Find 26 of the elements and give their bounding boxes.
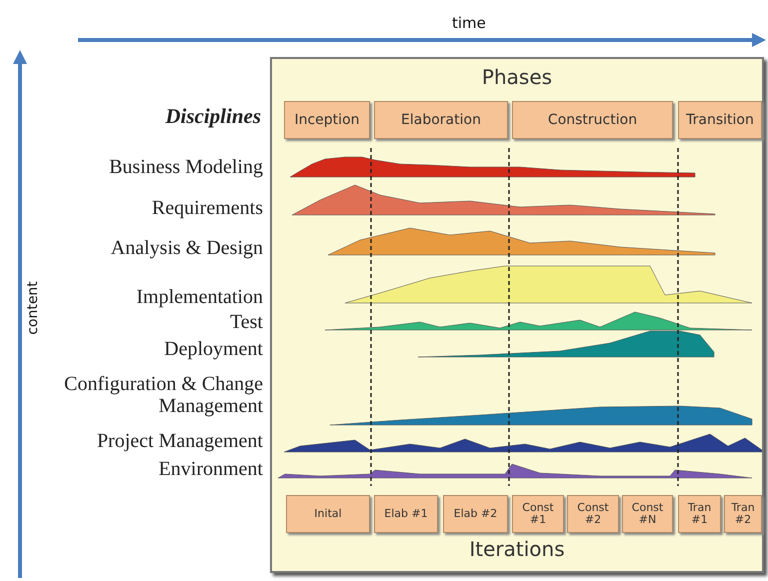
discipline-label: Environment bbox=[158, 458, 263, 480]
axis-label: time bbox=[452, 14, 486, 32]
discipline-label: Implementation bbox=[136, 286, 263, 308]
phase-box: Elaboration bbox=[374, 101, 508, 139]
discipline-label: Business Modeling bbox=[109, 156, 263, 178]
discipline-label: Requirements bbox=[152, 197, 263, 219]
iteration-box: Const #1 bbox=[512, 495, 564, 533]
discipline-label: Test bbox=[230, 311, 263, 333]
iteration-box: Inital bbox=[286, 495, 370, 533]
iteration-box: Const #2 bbox=[567, 495, 619, 533]
iteration-box: Const #N bbox=[622, 495, 673, 533]
column-heading: Disciplines bbox=[165, 104, 261, 129]
phase-box: Construction bbox=[512, 101, 673, 139]
discipline-label: Analysis & Design bbox=[110, 237, 263, 259]
iterations-heading: Iterations bbox=[469, 537, 565, 561]
iteration-box: Tran #2 bbox=[724, 495, 762, 533]
axis-label: content bbox=[24, 281, 41, 335]
iteration-box: Elab #1 bbox=[374, 495, 438, 533]
phase-box: Inception bbox=[284, 101, 370, 139]
discipline-label: Project Management bbox=[96, 430, 263, 452]
iteration-box: Tran #1 bbox=[678, 495, 721, 533]
discipline-label: Configuration & Change Management bbox=[63, 373, 263, 417]
discipline-label: Deployment bbox=[164, 338, 263, 360]
phase-box: Transition bbox=[678, 101, 762, 139]
iteration-box: Elab #2 bbox=[443, 495, 508, 533]
phases-heading: Phases bbox=[482, 65, 552, 89]
